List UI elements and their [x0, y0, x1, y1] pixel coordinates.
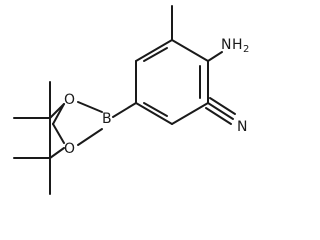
amine-bond: [207, 51, 223, 62]
chemical-structure-diagram: N H 2 N B O O: [13, 5, 249, 195]
benzene-ring: [135, 39, 209, 125]
boron-label: B: [102, 111, 112, 127]
aryl-boron-bond: [112, 102, 137, 118]
amine-H-subscript: 2: [243, 44, 249, 55]
pinacol-methyls: [13, 81, 65, 195]
nitrile-N-label: N: [237, 119, 247, 135]
nitrile-triple-bond: [205, 97, 236, 125]
amine-H-label: H: [232, 37, 243, 53]
oxygen-lower-label: O: [64, 141, 75, 157]
oxygen-upper-label: O: [64, 92, 75, 108]
dioxaborolane-ring: [52, 101, 103, 146]
amine-N-label: N: [221, 37, 231, 53]
